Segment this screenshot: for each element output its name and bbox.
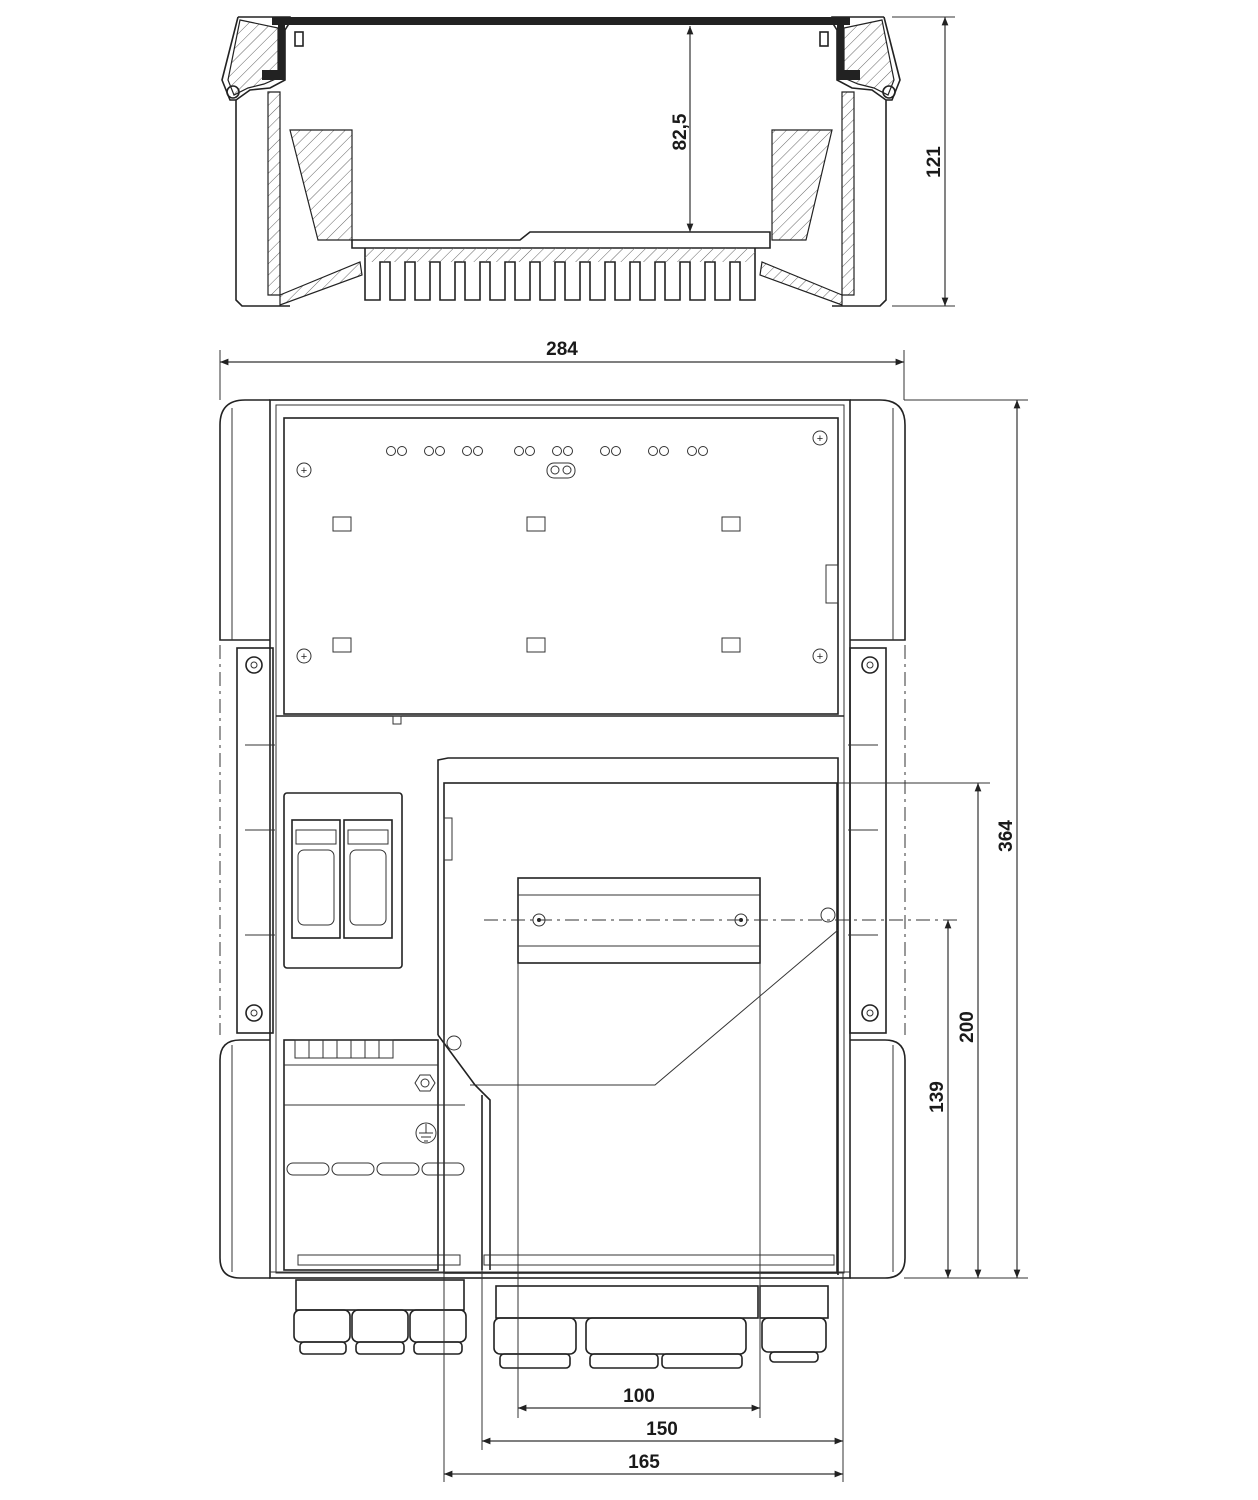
svg-text:+: + [301,651,307,663]
knockout-slots [286,1162,465,1176]
cable-glands [293,1279,829,1369]
terminal-block [294,1039,394,1059]
svg-text:+: + [817,433,823,445]
section-view: 82,5 121 [221,16,955,307]
svg-text:+: + [817,651,823,663]
dim-100: 100 [623,1386,655,1407]
dim-121: 121 [924,146,945,178]
heat-sink-fins [364,248,756,301]
svg-text:+: + [301,465,307,477]
screw-holes: + + + + [296,430,828,664]
dim-139: 139 [927,1081,948,1113]
dim-284: 284 [546,339,578,360]
ground-symbol [415,1122,437,1144]
dim-82-5: 82,5 [670,113,691,150]
front-view: 284 + + + + [219,339,1028,1482]
circuit-breaker [283,792,403,969]
dim-364: 364 [996,820,1017,852]
panel-cutouts [332,516,741,653]
dim-200: 200 [957,1011,978,1043]
led-indicators [386,446,708,479]
dim-165: 165 [628,1452,660,1473]
dim-150: 150 [646,1419,678,1440]
